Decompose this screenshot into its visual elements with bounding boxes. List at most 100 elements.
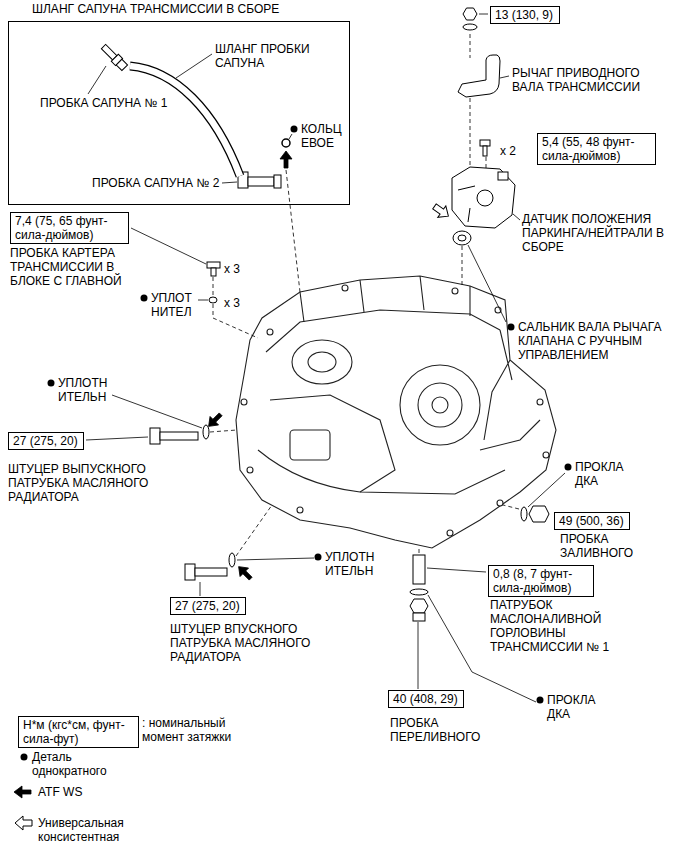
transmission-housing: [300, 276, 470, 322]
one-time-part-mark: [537, 697, 544, 704]
torque-box: 27 (275, 20): [170, 597, 246, 615]
oil-seal: [458, 235, 466, 241]
filler-tube-and-overflow-plug: [410, 555, 428, 621]
oil-seal: [453, 231, 471, 245]
one-time-part-mark: [508, 324, 515, 331]
part-name: ШЛАНГ ПРОБКИ САПУНА: [215, 42, 320, 70]
transmission-housing: [241, 399, 247, 405]
torque-value: 27 (275, 20): [13, 434, 78, 448]
park-neutral-sensor: [452, 167, 515, 228]
outlet-union: [203, 425, 209, 439]
part-name: УПЛОТН ИТЕЛЬН: [325, 550, 374, 578]
one-time-part-mark: [565, 464, 572, 471]
transmission-housing: [270, 395, 395, 492]
grease-arrow: [15, 201, 452, 830]
pan-plug: [207, 262, 220, 268]
torque-value: 13 (130, 9): [495, 8, 553, 22]
transmission-housing: [484, 330, 512, 440]
leader-line: [176, 54, 212, 78]
part-name: ПАТРУБОК МАСЛОНАЛИВНОЙ ГОРЛОВИНЫ ТРАНСМИ…: [490, 598, 630, 654]
transmission-housing: [418, 383, 462, 427]
filler-tube-and-overflow-plug: [410, 599, 428, 613]
transmission-housing: [400, 365, 480, 445]
inlet-union: [185, 553, 235, 580]
transmission-housing: [247, 467, 253, 473]
leader-line: [468, 245, 506, 322]
pan-plug: [211, 268, 216, 276]
lever-parts: [480, 140, 490, 146]
lever-parts: [458, 55, 500, 97]
assembly-line: [470, 98, 471, 166]
outlet-union: [160, 432, 198, 440]
atf-arrow: [14, 786, 31, 798]
assembly-line: [470, 34, 471, 58]
outlet-union: [150, 425, 209, 444]
o-ring: [282, 139, 290, 147]
filler-tube-and-overflow-plug: [410, 589, 428, 595]
quantity-label: x 3: [224, 296, 240, 310]
torque-box: 49 (500, 36): [554, 512, 630, 530]
leader-line: [427, 568, 486, 572]
torque-value: 7,4 (75, 65 фунт-сила-дюймов): [15, 214, 123, 242]
part-name: КОЛЬЦ ЕВОЕ: [301, 122, 342, 150]
part-name: ПРОБКА КАРТЕРА ТРАНСМИССИИ В БЛОКЕ С ГЛА…: [10, 246, 135, 288]
assembly-line: [419, 546, 420, 553]
atf-arrow: [280, 151, 292, 168]
torque-value: 0,8 (8, 7 фунт-сила-дюймов): [493, 567, 588, 595]
transmission-housing: [497, 500, 503, 506]
part-name: ДАТЧИК ПОЛОЖЕНИЯ ПАРКИНГА/НЕЙТРАЛИ В СБО…: [522, 212, 682, 254]
torque-value: 40 (408, 29): [393, 692, 458, 706]
quantity-label: x 3: [224, 262, 240, 276]
assembly-line: [486, 157, 487, 170]
assembly-line: [210, 34, 519, 556]
one-time-part-mark: [291, 126, 298, 133]
transmission-housing: [537, 399, 543, 405]
torque-value: Н*м (кгс*см, фунт-сила-фут): [23, 718, 133, 746]
oil-seal: [453, 231, 471, 245]
park-neutral-sensor: [477, 190, 493, 206]
part-name: САЛЬНИК ВАЛА РЫЧАГА КЛАПАНА С РУЧНЫМ УПР…: [518, 320, 686, 362]
transmission-housing: [267, 329, 273, 335]
breather-plug: [116, 59, 127, 70]
filler-plug: [529, 506, 549, 522]
part-name: ПРОБКА САПУНА № 1: [40, 96, 167, 110]
legend-text: Деталь однократного: [32, 750, 107, 778]
lever-parts: [458, 8, 500, 156]
part-name: ШТУЦЕР ВПУСКНОГО ПАТРУБКА МАСЛЯНОГО РАДИ…: [170, 622, 330, 664]
assembly-line: [462, 246, 463, 286]
transmission-housing: [308, 352, 336, 372]
park-neutral-sensor: [458, 186, 475, 222]
torque-value: 5,4 (55, 48 фунт-сила-дюймов): [542, 135, 650, 163]
assembly-line: [210, 430, 237, 432]
atf-arrow: [234, 562, 255, 583]
transmission-housing: [432, 397, 448, 413]
leader-line: [418, 622, 419, 689]
transmission-housing: [342, 285, 348, 291]
filler-tube-and-overflow-plug: [413, 613, 425, 621]
leader-line: [513, 214, 520, 220]
assembly-line: [213, 277, 214, 296]
breather-hose: [130, 66, 240, 176]
lever-parts: [463, 24, 477, 30]
filler-plug: [521, 506, 549, 522]
leader-line: [528, 473, 565, 507]
breather-plug: [100, 43, 128, 71]
atf-arrow: [204, 410, 225, 431]
leader-line: [88, 66, 106, 94]
filler-plug: [521, 507, 527, 521]
part-name: ПРОКЛА ДКА: [575, 460, 624, 488]
transmission-housing: [297, 507, 303, 513]
one-time-part-mark: [48, 380, 55, 387]
breather-plug: [248, 177, 274, 186]
one-time-part-mark: [21, 754, 28, 761]
leader-line: [289, 134, 292, 139]
part-name: ПРОБКА ЗАЛИВНОГО: [560, 532, 633, 560]
torque-box: 40 (408, 29): [388, 690, 464, 708]
assembly-line: [503, 505, 519, 509]
leader-line: [86, 437, 148, 440]
lever-parts: [463, 8, 477, 20]
park-neutral-sensor: [498, 172, 508, 180]
leader-line: [500, 76, 509, 78]
inlet-union: [195, 568, 227, 576]
part-name: УПЛОТ НИТЕЛ: [151, 291, 192, 319]
